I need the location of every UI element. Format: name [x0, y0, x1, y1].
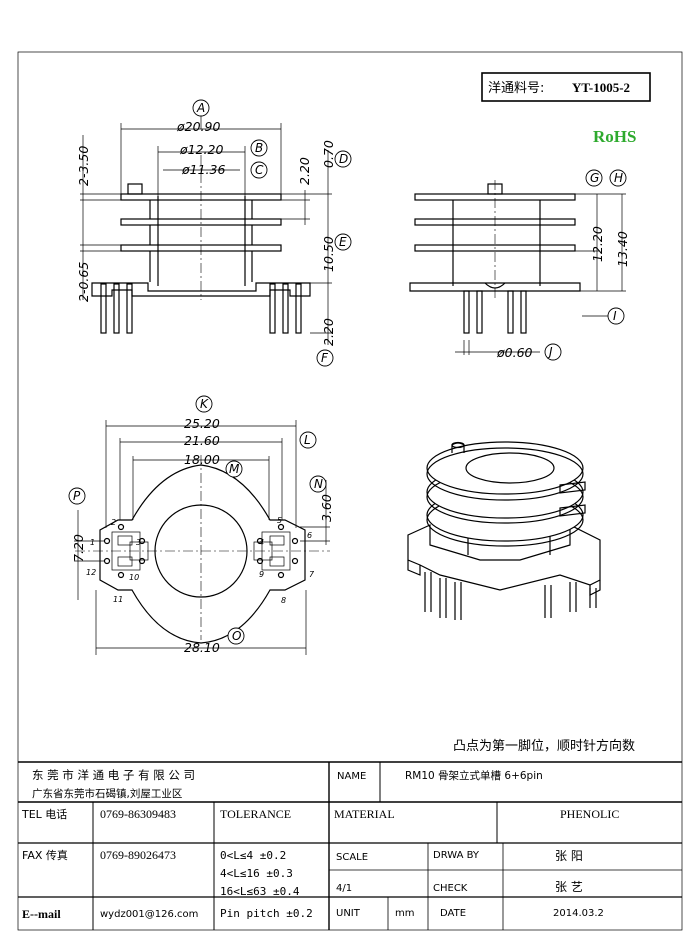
check-label: CHECK — [433, 883, 468, 894]
pin-9: 9 — [259, 570, 264, 579]
email-value: wydz001@126.com — [100, 909, 198, 920]
dim-w2160: 21.60 — [184, 433, 220, 448]
dim-w2810: 28.10 — [184, 640, 220, 655]
tol-line-2: 4<L≤16 ±0.3 — [220, 867, 293, 880]
dim-v220b: 2.20 — [321, 318, 336, 346]
dim-v1220: 12.20 — [590, 226, 605, 262]
tol-line-4: Pin pitch ±0.2 — [220, 907, 313, 920]
part-number-value: YT-1005-2 — [572, 80, 630, 95]
callout-p: P — [73, 489, 81, 503]
tolerance-label: TOLERANCE — [220, 807, 291, 821]
callout-c: C — [255, 163, 264, 177]
callout-m: M — [229, 462, 240, 476]
pin-6: 6 — [307, 531, 312, 540]
date-value: 2014.03.2 — [553, 908, 604, 919]
pin-3: 3 — [136, 538, 141, 547]
pin-7: 7 — [309, 570, 315, 579]
bottom-view: 1 2 3 4 5 6 7 8 9 10 11 12 25.20 21.60 1… — [68, 395, 334, 655]
fax-value: 0769-89026473 — [100, 848, 176, 862]
callout-i: I — [613, 309, 617, 323]
dim-d1136: ø11.36 — [181, 162, 225, 177]
part-number-box: 洋通料号: YT-1005-2 — [481, 72, 651, 102]
dim-w1800: 18.00 — [184, 452, 220, 467]
tol-line-3: 16<L≤63 ±0.4 — [220, 885, 300, 898]
callout-g: G — [590, 171, 599, 185]
dim-d1220: ø12.20 — [179, 142, 223, 157]
pin-12: 12 — [86, 568, 96, 577]
dim-v1340: 13.40 — [615, 231, 630, 267]
company-address: 广东省东莞市石碣镇,刘屋工业区 — [32, 787, 182, 800]
scale-value: 4/1 — [336, 883, 352, 894]
dim-v065: 2-0.65 — [76, 262, 91, 302]
callout-n: N — [314, 477, 323, 491]
dim-v720: 7.20 — [71, 534, 86, 562]
dim-v350: 2-3.50 — [76, 146, 91, 186]
pin-10: 10 — [129, 573, 139, 582]
email-label: E--mail — [22, 907, 61, 921]
title-block: 东 莞 市 洋 通 电 子 有 限 公 司 广东省东莞市石碣镇,刘屋工业区 NA… — [18, 761, 682, 930]
callout-e: E — [339, 235, 347, 249]
side-view: 12.20 13.40 ø0.60 G H I J — [409, 169, 630, 361]
unit-value: mm — [395, 908, 414, 919]
tol-line-1: 0<L≤4 ±0.2 — [220, 849, 286, 862]
scale-label: SCALE — [336, 852, 368, 863]
callout-k: K — [200, 397, 209, 411]
callout-j: J — [547, 345, 553, 359]
date-label: DATE — [440, 908, 466, 919]
name-value: RM10 骨架立式单槽 6+6pin — [405, 769, 543, 782]
check-value: 张 艺 — [555, 880, 583, 894]
name-label: NAME — [337, 771, 366, 782]
dim-v1050: 10.50 — [321, 236, 336, 272]
dim-d2090: ø20.90 — [176, 119, 220, 134]
callout-h: H — [614, 171, 623, 185]
dim-v220a: 2.20 — [297, 157, 312, 185]
callout-o: O — [232, 629, 241, 643]
callout-d: D — [339, 152, 348, 166]
part-number-label: 洋通料号: — [488, 81, 544, 96]
pin-1: 1 — [90, 538, 95, 547]
drawby-value: 张 阳 — [555, 849, 583, 863]
tel-label: TEL 电话 — [21, 808, 67, 821]
first-pin-note: 凸点为第一脚位，顺时针方向数 — [453, 738, 635, 754]
dim-v070: 0.70 — [321, 140, 336, 168]
rohs-mark: RoHS — [593, 127, 636, 146]
pin-4: 4 — [259, 538, 264, 547]
callout-b: B — [255, 141, 263, 155]
sheet-border — [17, 51, 683, 931]
dim-v360: 3.60 — [319, 494, 334, 522]
isometric-view — [407, 441, 601, 620]
dim-d060: ø0.60 — [496, 345, 533, 360]
front-view: ø20.90 ø12.20 ø11.36 2-3.50 2-0.65 0.70 … — [76, 99, 352, 367]
material-value: PHENOLIC — [560, 807, 619, 821]
pin-11: 11 — [113, 595, 123, 604]
tel-value: 0769-86309483 — [100, 807, 176, 821]
company-name: 东 莞 市 洋 通 电 子 有 限 公 司 — [32, 768, 195, 782]
pin-5: 5 — [277, 516, 282, 525]
pin-2: 2 — [111, 518, 116, 527]
pin-8: 8 — [281, 596, 286, 605]
callout-a: A — [196, 101, 205, 115]
drawby-label: DRWA BY — [433, 850, 480, 861]
callout-f: F — [321, 351, 329, 365]
material-label: MATERIAL — [334, 807, 395, 821]
fax-label: FAX 传真 — [22, 848, 68, 862]
callout-l: L — [304, 433, 311, 447]
unit-label: UNIT — [336, 908, 361, 919]
dim-w2520: 25.20 — [184, 416, 220, 431]
